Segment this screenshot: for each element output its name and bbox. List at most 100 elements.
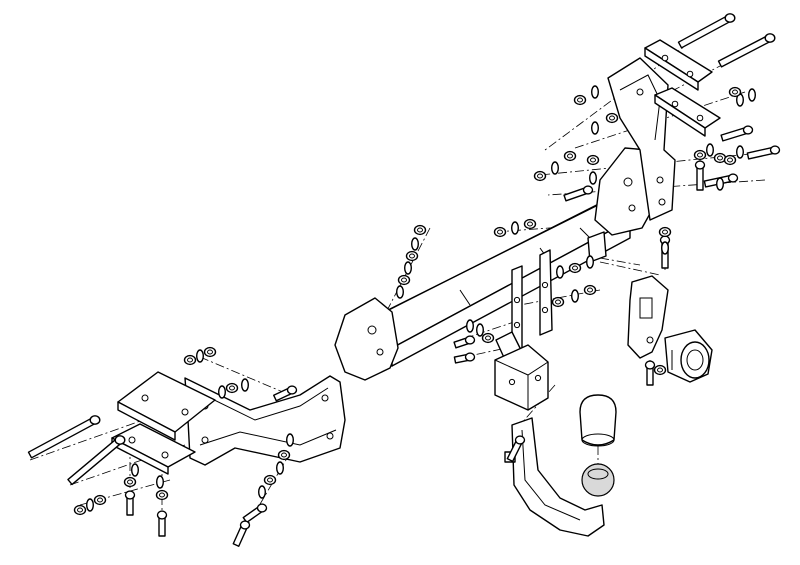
- nut: [693, 149, 707, 161]
- tow-ball-cover: [579, 394, 617, 447]
- washer: [258, 485, 267, 499]
- tow-ball-neck: [504, 417, 615, 537]
- bolt-head: [124, 490, 136, 500]
- bolt-head: [514, 435, 526, 445]
- nut-hole: [187, 357, 193, 363]
- washer: [130, 463, 139, 477]
- nut-hole: [577, 97, 583, 103]
- washer: [748, 88, 757, 102]
- washer: [551, 161, 560, 175]
- nut-hole: [229, 385, 235, 391]
- nut: [203, 346, 217, 358]
- washer: [411, 237, 420, 251]
- washer: [85, 498, 94, 512]
- washer: [217, 385, 226, 399]
- nut-hole: [567, 153, 573, 159]
- nut-hole: [572, 265, 578, 271]
- left-flat-plate-lower: [111, 423, 196, 475]
- bolt-shank: [677, 14, 733, 49]
- nut: [658, 226, 672, 238]
- neck-mount-block: [494, 344, 549, 411]
- socket-plate: [627, 275, 669, 359]
- fastener-set: [27, 13, 781, 547]
- washer: [716, 177, 725, 191]
- washer: [511, 221, 520, 235]
- nut-hole: [657, 367, 663, 373]
- nut-hole: [207, 349, 213, 355]
- nut-hole: [267, 477, 273, 483]
- crossbar-beam: [334, 147, 653, 381]
- washer: [591, 121, 600, 135]
- nut-hole: [409, 253, 415, 259]
- nut: [277, 449, 291, 461]
- bolt-head: [724, 13, 736, 23]
- bolt-head: [464, 352, 476, 362]
- nut: [568, 262, 582, 274]
- bolt-head: [114, 435, 126, 445]
- nut: [413, 224, 427, 236]
- nut: [713, 152, 727, 164]
- nut: [723, 154, 737, 166]
- bolt-head: [727, 173, 739, 183]
- nut-hole: [127, 479, 133, 485]
- nut-hole: [485, 335, 491, 341]
- nut-hole: [727, 157, 733, 163]
- nut: [93, 494, 107, 506]
- nut: [481, 332, 495, 344]
- washer: [396, 285, 405, 299]
- bolt-head: [286, 385, 298, 395]
- bolt-shank: [27, 416, 98, 459]
- nut-hole: [662, 229, 668, 235]
- bolt-head: [742, 125, 754, 135]
- nut: [586, 154, 600, 166]
- left-side-bracket: [184, 375, 346, 466]
- washer: [556, 265, 565, 279]
- nut-hole: [417, 227, 423, 233]
- washer: [589, 171, 598, 185]
- bolt-head: [694, 160, 706, 170]
- nut-hole: [97, 497, 103, 503]
- nut: [155, 489, 169, 501]
- nut: [397, 274, 411, 286]
- washer: [466, 319, 475, 333]
- bolt-head: [582, 185, 594, 195]
- nut-hole: [717, 155, 723, 161]
- nut: [523, 218, 537, 230]
- nut: [493, 226, 507, 238]
- washer: [286, 433, 295, 447]
- washer: [276, 461, 285, 475]
- nut-hole: [697, 152, 703, 158]
- nut: [533, 170, 547, 182]
- washer: [195, 349, 204, 363]
- nut: [551, 296, 565, 308]
- nut-hole: [590, 157, 596, 163]
- washer: [736, 145, 745, 159]
- nut-hole: [537, 173, 543, 179]
- nut: [605, 112, 619, 124]
- nut: [123, 476, 137, 488]
- bolt-head: [156, 510, 168, 520]
- nut-hole: [732, 89, 738, 95]
- nut-hole: [159, 492, 165, 498]
- bolt-shank: [67, 436, 123, 486]
- nut: [653, 364, 667, 376]
- nut-hole: [527, 221, 533, 227]
- washer: [571, 289, 580, 303]
- left-flat-plate-upper: [117, 371, 216, 441]
- nut: [183, 354, 197, 366]
- washer: [661, 241, 670, 255]
- bolt-head: [256, 503, 268, 513]
- washer: [155, 475, 164, 489]
- bolt-head: [239, 520, 251, 530]
- nut: [583, 284, 597, 296]
- bolt-shank: [717, 34, 773, 68]
- washer: [591, 85, 600, 99]
- washer: [586, 255, 595, 269]
- nut: [563, 150, 577, 162]
- washer: [240, 378, 249, 392]
- bolt-head: [764, 33, 776, 43]
- electrical-socket: [664, 329, 713, 383]
- nut: [225, 382, 239, 394]
- nut: [263, 474, 277, 486]
- nut-hole: [77, 507, 83, 513]
